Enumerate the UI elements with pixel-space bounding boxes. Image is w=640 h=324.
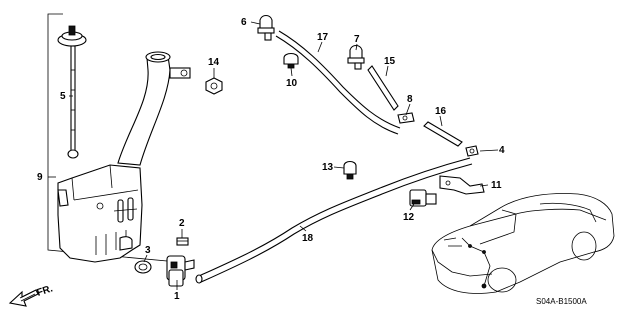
washer-reservoir-tank — [57, 51, 191, 263]
callout-15: 15 — [384, 56, 396, 67]
connector-12 — [409, 189, 437, 207]
nozzle-hose-15 — [367, 65, 399, 111]
front-arrow-icon — [8, 289, 39, 307]
callout-4: 4 — [499, 145, 505, 156]
long-washer-hose — [195, 157, 473, 284]
hose-clip — [176, 237, 189, 246]
callout-3: 3 — [145, 245, 151, 256]
callout-5: 5 — [60, 91, 66, 102]
callout-11: 11 — [491, 180, 502, 191]
hose-joint-4 — [465, 145, 479, 157]
hose-joint-8 — [397, 112, 415, 124]
callout-12: 12 — [403, 212, 415, 223]
callout-18: 18 — [302, 233, 314, 244]
callout-16: 16 — [435, 106, 447, 117]
callout-14: 14 — [208, 57, 220, 68]
drawing-code: S04A-B1500A — [536, 297, 587, 306]
reservoir-cap-dipstick — [57, 25, 87, 159]
callout-13: 13 — [322, 162, 334, 173]
mounting-bolt — [205, 77, 223, 95]
pump-grommet — [134, 260, 152, 274]
bracket-11 — [439, 175, 485, 195]
leader-lines — [48, 21, 499, 290]
washer-pump-motor — [166, 255, 195, 287]
callout-labels: 1 2 3 4 5 6 7 8 9 10 11 12 13 14 15 16 1… — [37, 17, 505, 302]
callout-17: 17 — [317, 32, 329, 43]
front-direction-indicator: FR. — [8, 283, 55, 307]
callout-7: 7 — [354, 34, 360, 45]
callout-2: 2 — [179, 218, 185, 229]
callout-9: 9 — [37, 172, 43, 183]
washer-nozzle-right — [347, 44, 365, 70]
front-label: FR. — [36, 283, 55, 299]
nozzle-hose-17 — [275, 30, 401, 135]
hose-clamp-13 — [343, 160, 357, 180]
washer-nozzle-left — [257, 14, 275, 41]
callout-8: 8 — [407, 94, 413, 105]
hose-clamp-10 — [283, 52, 299, 69]
callout-6: 6 — [241, 17, 247, 28]
car-silhouette — [431, 193, 615, 294]
callout-10: 10 — [286, 78, 298, 89]
hose-segment-16 — [423, 121, 463, 147]
callout-1: 1 — [174, 291, 180, 302]
